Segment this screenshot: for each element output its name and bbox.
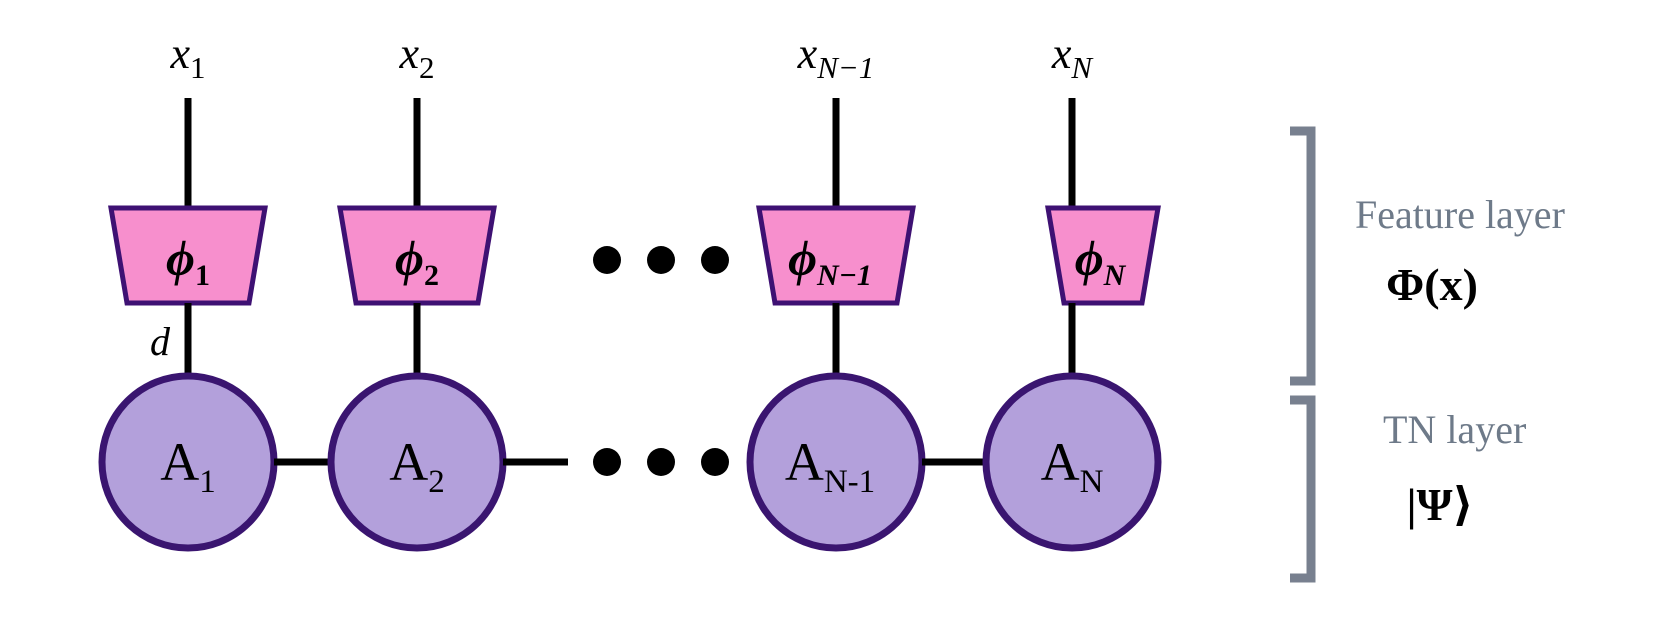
feature-node-label-2: ϕ2 (395, 230, 439, 292)
feature-node-label-n: ϕN (1075, 230, 1127, 292)
ellipsis-dot (593, 246, 621, 274)
feature-layer-annotation-title: Feature layer (1355, 192, 1565, 237)
tn-node-n-minus-1[interactable] (746, 372, 926, 552)
column-1 (98, 98, 360, 552)
tn-layer-annotation-formula: |Ψ⟩ (1406, 479, 1473, 530)
feature-node-label-n-minus-1: ϕN−1 (788, 230, 872, 292)
ellipsis-dot (647, 246, 675, 274)
column-n (982, 98, 1162, 552)
feature-layer-annotation-formula: Φ(x) (1386, 259, 1478, 310)
feature-node-label-1: ϕ1 (166, 230, 210, 292)
tn-node-label-2: A2 (389, 432, 445, 500)
input-label-1: x1 (169, 29, 205, 85)
input-label-2: x2 (398, 29, 434, 85)
ellipsis-dot (701, 246, 729, 274)
tn-node-n[interactable] (982, 372, 1162, 552)
feature-node-n-minus-1[interactable] (756, 205, 916, 306)
ellipsis-dot (647, 448, 675, 476)
tn-layer-annotation-title: TN layer (1383, 407, 1526, 452)
tn-layer-bracket (1290, 395, 1316, 583)
input-label-n: xN (1051, 29, 1095, 85)
feature-layer-ellipsis (593, 246, 729, 274)
tn-node-label-1: A1 (160, 432, 216, 500)
feature-node-n[interactable] (1045, 205, 1161, 306)
tn-node-label-n: AN (1041, 432, 1104, 500)
bond-dimension-label: d (150, 319, 171, 364)
ellipsis-dot (701, 448, 729, 476)
feature-layer-bracket (1290, 126, 1316, 386)
tn-node-label-n-minus-1: AN-1 (785, 432, 875, 500)
column-n-minus-1 (746, 98, 985, 552)
column-2 (327, 98, 568, 552)
feature-node-1[interactable] (108, 205, 268, 306)
input-label-n-minus-1: xN−1 (797, 29, 875, 85)
tn-layer-ellipsis (593, 448, 729, 476)
ellipsis-dot (593, 448, 621, 476)
feature-node-2[interactable] (337, 205, 497, 306)
